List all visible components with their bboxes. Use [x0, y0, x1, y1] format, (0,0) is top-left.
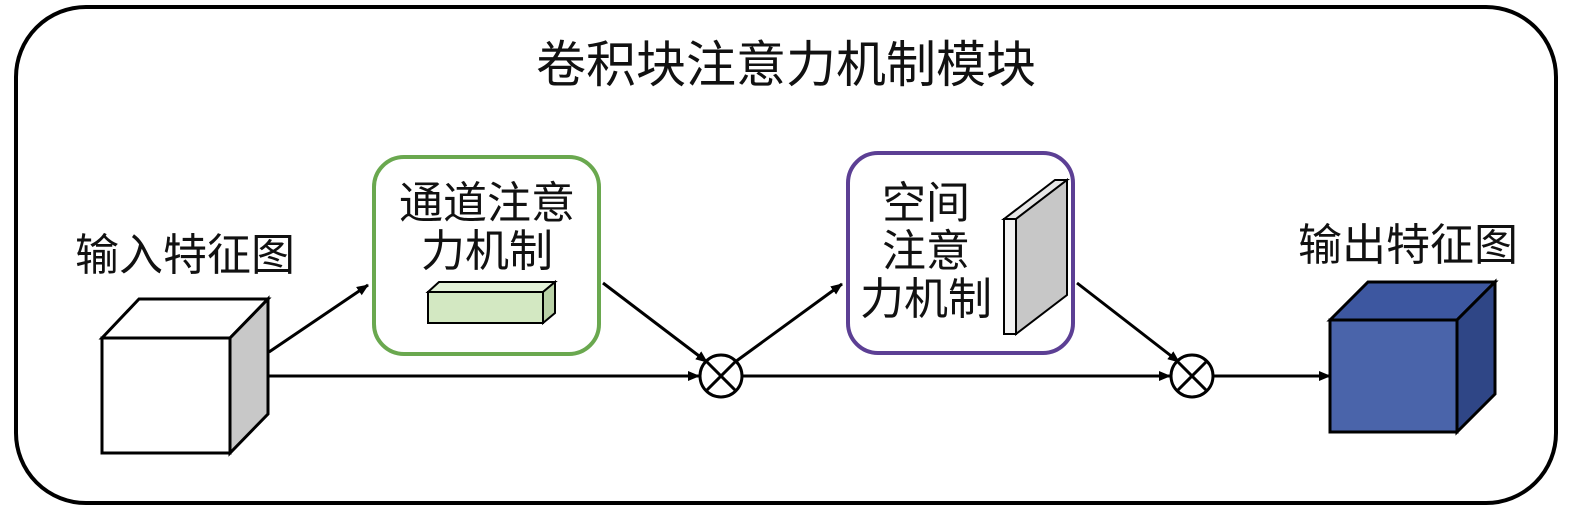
output-feature-map-label: 输出特征图 — [1298, 220, 1518, 271]
spatial-attention-block — [1001, 177, 1070, 337]
input-feature-map-label: 输入特征图 — [75, 230, 295, 281]
multiply-operator-1 — [698, 353, 744, 399]
arrow-channel-to-multiply-1 — [602, 281, 708, 364]
channel-attention-label-line2: 力机制 — [421, 226, 553, 277]
multiply-operator-2 — [1169, 353, 1215, 399]
channel-attention-label-line1: 通道注意 — [399, 178, 575, 229]
output-feature-map-cube — [1326, 278, 1499, 436]
multiply-cross-b — [704, 359, 738, 393]
spatial-block-face — [1015, 177, 1068, 337]
arrow-input-to-channel — [268, 283, 369, 354]
arrow-multiply-1-to-spatial — [734, 282, 843, 364]
spatial-attention-label-line2: 注意 — [882, 226, 970, 277]
input-feature-map-cube — [98, 295, 272, 457]
channel-block-top — [425, 281, 558, 293]
channel-attention-block — [425, 279, 558, 326]
input-cube-front — [100, 336, 232, 455]
spatial-attention-label-line3: 力机制 — [860, 274, 992, 325]
output-cube-front — [1328, 318, 1459, 434]
spatial-block-side — [1003, 218, 1017, 335]
spatial-attention-label-line1: 空间 — [882, 178, 970, 229]
arrow-spatial-to-multiply-2 — [1076, 281, 1180, 364]
diagram-title: 卷积块注意力机制模块 — [536, 36, 1036, 94]
channel-block-front — [427, 291, 544, 324]
multiply-cross-b — [1175, 359, 1209, 393]
